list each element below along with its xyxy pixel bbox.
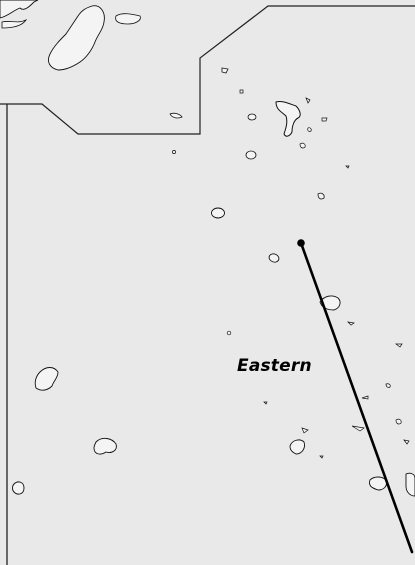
- islet: [245, 150, 257, 160]
- islet: [346, 321, 355, 326]
- islet: [221, 67, 229, 74]
- islet: [319, 455, 324, 459]
- islet: [395, 418, 402, 425]
- islet: [351, 425, 365, 432]
- islet: [169, 112, 183, 119]
- islet: [289, 439, 305, 455]
- islet: [403, 439, 410, 445]
- islet: [394, 343, 403, 348]
- islet: [172, 150, 176, 154]
- island-hook: [275, 101, 301, 137]
- islet: [268, 253, 280, 263]
- islet: [317, 192, 325, 200]
- coastline-northwest-spit: [1, 18, 28, 29]
- island-small-north: [115, 13, 141, 25]
- island-west: [34, 367, 59, 391]
- islet: [307, 127, 312, 132]
- islet: [211, 207, 225, 219]
- boundary-line-north: [0, 5, 415, 135]
- islet: [299, 142, 306, 149]
- route-line[interactable]: [299, 241, 414, 554]
- islet: [263, 401, 268, 405]
- islet: [345, 165, 350, 169]
- region-label: Eastern: [237, 356, 312, 376]
- coastline-northwest: [0, 0, 39, 19]
- route-start-marker[interactable]: [297, 239, 305, 247]
- islet: [321, 117, 328, 122]
- islet: [239, 89, 244, 94]
- islet: [305, 97, 311, 104]
- islet: [405, 472, 415, 497]
- island-southwest: [93, 437, 117, 455]
- island-far-west: [12, 481, 25, 495]
- islet: [369, 476, 387, 491]
- islet: [385, 383, 391, 388]
- islet: [247, 113, 257, 121]
- islet: [301, 427, 309, 434]
- islet: [361, 395, 369, 400]
- island-large-north: [47, 5, 105, 71]
- islet: [226, 330, 232, 336]
